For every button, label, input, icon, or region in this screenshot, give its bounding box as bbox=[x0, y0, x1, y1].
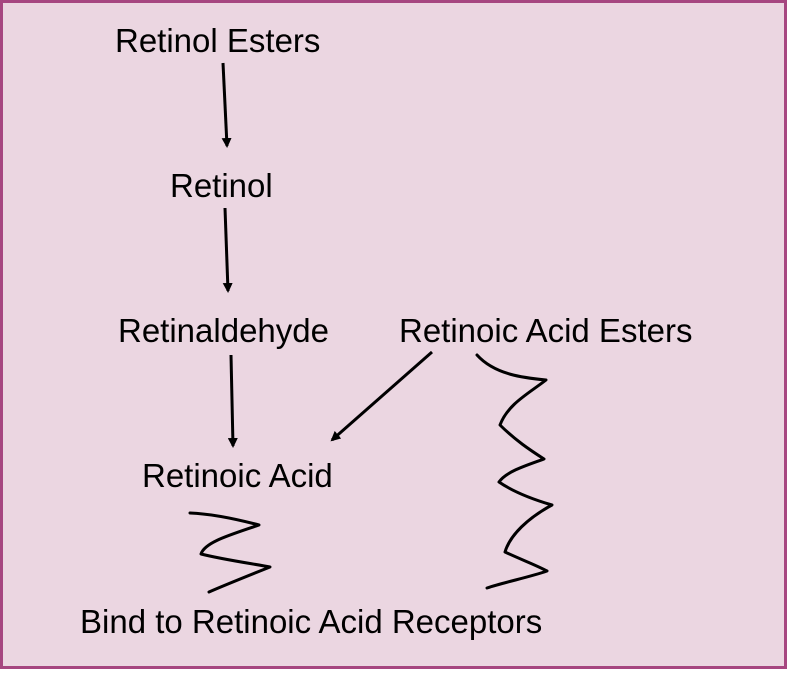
node-receptors: Bind to Retinoic Acid Receptors bbox=[80, 603, 543, 640]
node-retinoic-acid: Retinoic Acid bbox=[142, 457, 333, 494]
node-retinoic-acid-esters: Retinoic Acid Esters bbox=[399, 312, 693, 349]
node-retinol: Retinol bbox=[170, 167, 273, 204]
node-retinol-esters: Retinol Esters bbox=[115, 22, 321, 59]
node-retinaldehyde: Retinaldehyde bbox=[118, 312, 329, 349]
diagram-frame bbox=[0, 0, 787, 669]
